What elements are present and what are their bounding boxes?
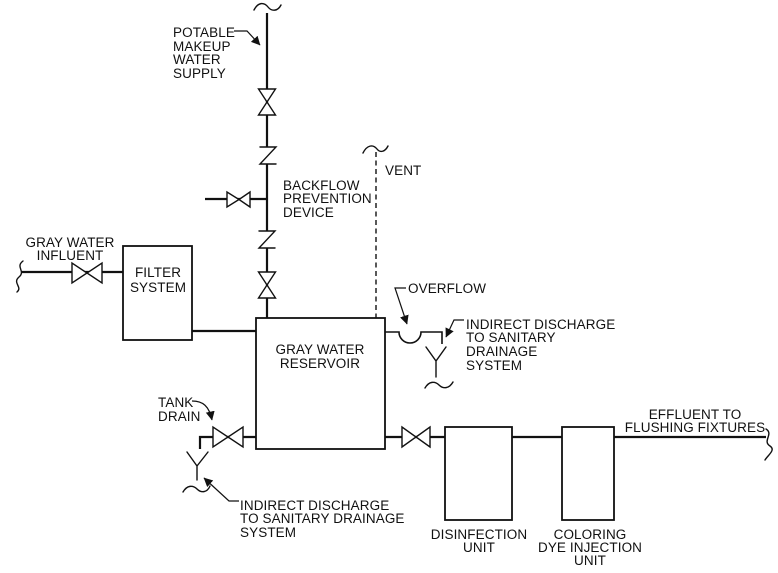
potable-supply-label-line1: POTABLE [173,25,235,40]
valves [71,88,431,449]
indirect-overflow-label-line1: INDIRECT DISCHARGE [466,317,615,332]
indirect-overflow-label-line2: TO SANITARY [466,330,556,345]
leader-lines [191,30,464,502]
effluent-label-line1: EFFLUENT TO [649,407,742,422]
indirect-overflow-label-line3: DRAINAGE [466,344,537,359]
influent-line-break-icon [15,260,24,293]
overflow-air-gap-funnel-icon [425,346,447,378]
equipment-boxes [122,245,615,521]
backflow-test-valve-icon [226,190,251,209]
coloring-label-line3: UNIT [574,553,606,568]
backflow-label-line3: DEVICE [283,205,334,220]
vent-line-break-icon [362,145,389,154]
filter-system-label-line1: FILTER [135,265,181,280]
indirect-drain-label-line3: SYSTEM [240,525,296,540]
coloring-label-line2: DYE INJECTION [538,540,642,555]
drain-funnel-break-icon [182,485,211,493]
disinfection-label-line1: DISINFECTION [431,527,527,542]
backflow-label-line1: BACKFLOW [283,178,360,193]
overflow-pipe-with-trap [385,331,443,344]
overflow-leader-arrow [394,287,409,325]
pipe-break-z-upper-icon [258,146,278,165]
disinfection-unit-box [444,426,513,521]
drain-air-gap-funnel-icon [186,451,209,481]
backflow-label-line2: PREVENTION [283,191,372,206]
labels: POTABLE MAKEUP WATER SUPPLY BACKFLOW PRE… [25,25,765,568]
coloring-dye-unit-box [561,426,615,521]
indirect-discharge-drain-leader-arrow [203,477,239,502]
tank-drain-label-line1: TANK [158,395,193,410]
indirect-overflow-label-line4: SYSTEM [466,358,522,373]
pipe-break-z-lower-icon [257,230,277,249]
effluent-line-break-icon [764,428,773,461]
coloring-label-line1: COLORING [554,527,627,542]
disinfection-label-line2: UNIT [463,540,495,555]
potable-supply-label-line2: MAKEUP [173,39,231,54]
influent-label-line1: GRAY WATER [25,235,114,250]
tank-drain-leader-arrow [191,400,215,421]
potable-leader-arrow [234,30,261,46]
indirect-drain-label-line2: TO SANITARY DRAINAGE [240,511,405,526]
tank-drain-label-line2: DRAIN [158,409,201,424]
indirect-discharge-overflow-leader-arrow [445,319,464,338]
pipes [21,13,766,449]
tank-drain-pipe [198,435,256,449]
pipe-symbols [15,2,773,493]
filter-system-box [122,245,193,341]
reservoir-outlet-valve-icon [401,425,431,449]
vent-label: VENT [385,163,421,178]
potable-supply-label-line4: SUPPLY [173,66,226,81]
potable-supply-valve-icon [257,88,277,116]
overflow-funnel-break-icon [424,381,454,389]
potable-line-break-icon [253,2,282,11]
influent-label-line2: INFLUENT [37,248,104,263]
reservoir-inlet-valve-icon [257,271,277,299]
potable-supply-label-line3: WATER [173,52,221,67]
tank-drain-valve-icon [212,425,244,449]
gray-water-reservoir-box [255,317,386,450]
influent-valve-icon [71,261,103,285]
effluent-label-line2: FLUSHING FIXTURES [625,420,765,435]
indirect-drain-label-line1: INDIRECT DISCHARGE [240,498,389,513]
filter-system-label-line2: SYSTEM [130,280,186,295]
reservoir-label-line2: RESERVOIR [280,356,360,371]
reservoir-label-line1: GRAY WATER [275,342,364,357]
overflow-label: OVERFLOW [408,281,486,296]
